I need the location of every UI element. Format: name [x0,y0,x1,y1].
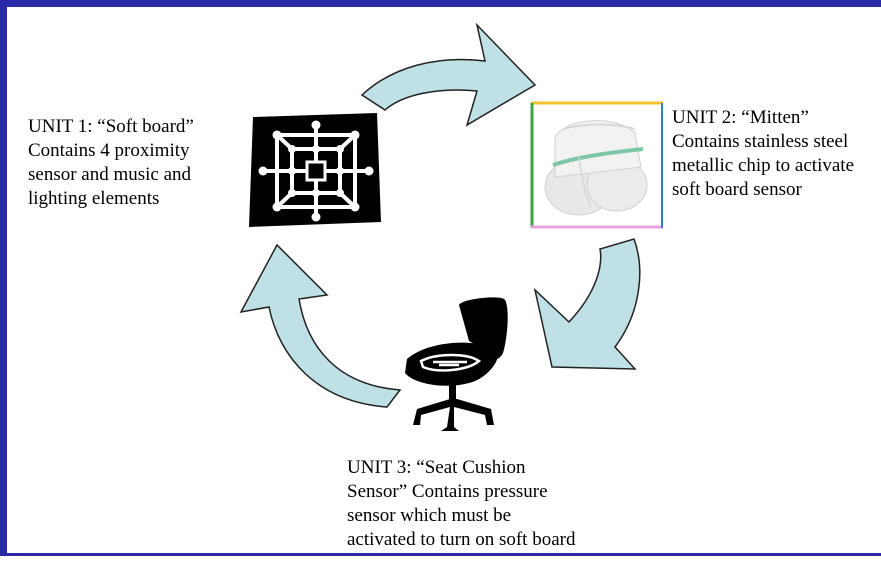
office-chair-icon [405,297,508,431]
mitten-photo [530,101,663,229]
arrow-unit1-to-unit2 [360,22,537,127]
unit2-description: UNIT 2: “Mitten” Contains stainless stee… [672,107,855,200]
unit3-description: UNIT 3: “Seat Cushion Sensor” Contains p… [347,457,576,550]
seat-pattern [419,353,482,372]
unit1-description: UNIT 1: “Soft board” Contains 4 proximit… [28,116,194,209]
arrow-unit2-to-unit3 [533,238,641,370]
cycle-diagram [239,22,663,431]
soft-board-grid-icon [249,113,381,227]
arrow-unit3-to-unit1 [239,243,402,408]
